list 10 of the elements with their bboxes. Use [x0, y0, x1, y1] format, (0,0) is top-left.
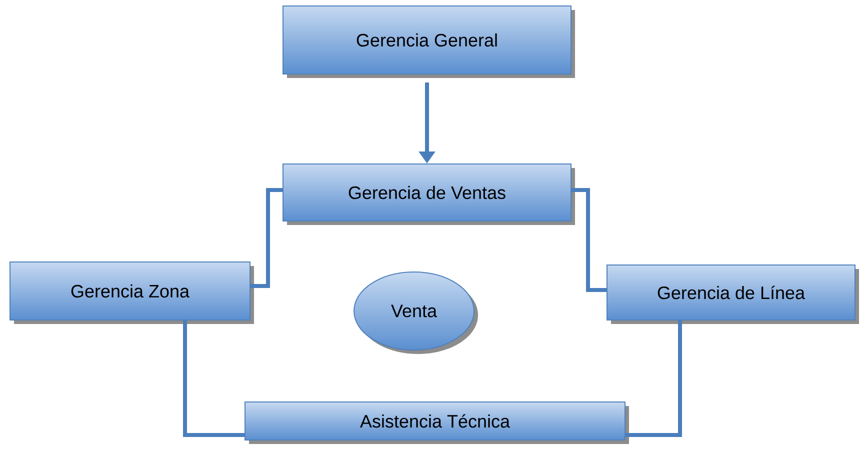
connector-line	[572, 188, 606, 292]
process-box: Gerencia de Línea	[606, 264, 859, 324]
process-box: Asistencia Técnica	[244, 402, 629, 444]
connector-line	[250, 188, 282, 288]
process-box: Gerencia de Ventas	[282, 164, 575, 225]
process-box: Gerencia Zona	[10, 262, 254, 324]
connector-line	[626, 320, 682, 437]
connector-line	[183, 320, 244, 437]
process-box: Gerencia General	[282, 6, 575, 78]
oval-node: Venta	[354, 272, 478, 354]
